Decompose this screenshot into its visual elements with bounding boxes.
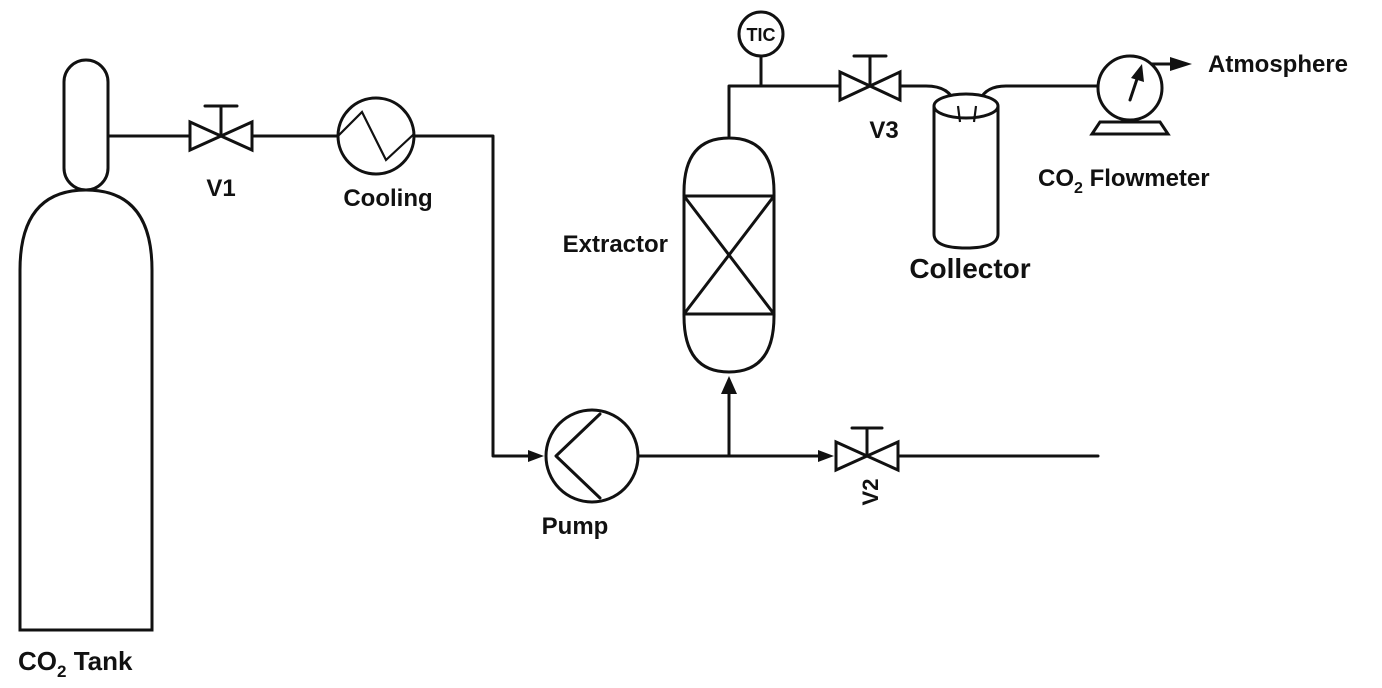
v1-label: V1 <box>206 175 235 202</box>
valve-v2 <box>834 426 900 473</box>
v3-label: V3 <box>869 117 898 144</box>
flowmeter-needle-tip <box>1131 64 1144 82</box>
v2-inlet-arrow <box>818 450 834 462</box>
pump-inlet-arrow <box>528 450 544 462</box>
extractor <box>682 136 776 374</box>
tank-label-suffix: Tank <box>66 646 133 676</box>
co2-flowmeter <box>1089 54 1171 136</box>
tank-label-prefix: CO <box>18 646 57 676</box>
cooling-icon <box>336 96 416 176</box>
valve-v1 <box>188 104 254 153</box>
extractor-bed-diag-2 <box>682 194 776 316</box>
flowmeter-label: CO2 Flowmeter <box>1038 165 1210 197</box>
valve-v3 <box>838 54 902 103</box>
collector-top <box>932 92 1000 120</box>
pump-chevron <box>554 412 602 500</box>
tic-icon <box>737 10 785 58</box>
flowmeter-base <box>1089 120 1171 136</box>
tank-body <box>18 188 154 632</box>
flowmeter-label-suffix: Flowmeter <box>1083 165 1210 192</box>
tic-controller <box>737 10 785 58</box>
tic-label: TIC <box>747 25 776 45</box>
extractor-label: Extractor <box>563 231 668 258</box>
tank-label-sub: 2 <box>57 662 66 681</box>
collector <box>932 92 1000 250</box>
extractor-inlet-arrow <box>721 376 737 394</box>
collector-vessel <box>932 106 1000 250</box>
pipe-cooling-pump <box>412 134 532 458</box>
atmosphere-arrow <box>1170 57 1192 71</box>
cooling-label: Cooling <box>343 185 432 212</box>
flowmeter-label-sub: 2 <box>1074 180 1083 197</box>
pump-icon <box>544 408 640 504</box>
cooling-coil <box>337 110 415 162</box>
collector-dip-tube-2 <box>972 105 978 123</box>
flowmeter-label-prefix: CO <box>1038 165 1074 192</box>
labels: CO2 Tank V1 Cooling Pump Extractor TIC V… <box>18 25 1348 681</box>
atmosphere-label: Atmosphere <box>1208 51 1348 78</box>
v2-label: V2 <box>858 479 883 506</box>
collector-label: Collector <box>909 253 1030 284</box>
tank-valve-head <box>62 58 110 192</box>
flowmeter-needle <box>1128 74 1140 102</box>
tank-label: CO2 Tank <box>18 646 133 681</box>
collector-dip-tube-1 <box>956 105 962 123</box>
cooling-exchanger <box>336 96 416 176</box>
pump <box>544 408 640 504</box>
pump-label: Pump <box>542 513 609 540</box>
co2-tank <box>18 58 154 632</box>
flowmeter-icon <box>1096 54 1164 122</box>
pipe-extractor-v3 <box>727 84 842 138</box>
